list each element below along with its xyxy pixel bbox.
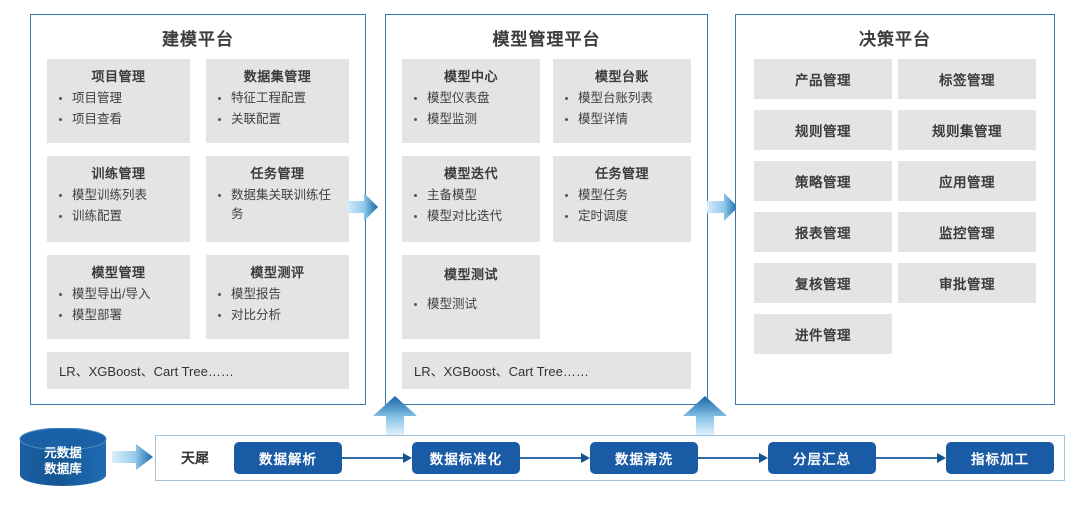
card-grid-model-management: 模型中心 模型仪表盘 模型监测 模型台账 模型台账列表 模型详情 模型迭代 主备… xyxy=(386,59,707,352)
decision-button-approval-management[interactable]: 审批管理 xyxy=(898,263,1036,303)
list-item[interactable]: 模型任务 xyxy=(563,186,681,205)
card-grid-modeling: 项目管理 项目管理 项目查看 数据集管理 特征工程配置 关联配置 训练管理 模型… xyxy=(31,59,365,352)
list-item[interactable]: 对比分析 xyxy=(216,306,339,325)
card-model-ledger[interactable]: 模型台账 模型台账列表 模型详情 xyxy=(553,59,691,143)
card-item-list: 数据集关联训练任务 xyxy=(216,186,339,224)
decision-button-monitor-management[interactable]: 监控管理 xyxy=(898,212,1036,252)
pipeline-step-data-standardization[interactable]: 数据标准化 xyxy=(412,442,520,474)
list-item[interactable]: 定时调度 xyxy=(563,207,681,226)
card-title: 模型管理 xyxy=(91,265,146,280)
arrow-model-management-to-decision xyxy=(707,192,739,222)
decision-button-ruleset-management[interactable]: 规则集管理 xyxy=(898,110,1036,150)
panel-model-management-platform: 模型管理平台 模型中心 模型仪表盘 模型监测 模型台账 模型台账列表 模型详情 … xyxy=(385,14,708,405)
metadata-database-cylinder: 元数据 数据库 xyxy=(18,427,108,486)
card-title: 模型测评 xyxy=(250,265,305,280)
arrow-database-to-pipeline xyxy=(112,443,154,471)
card-item-list: 模型任务 定时调度 xyxy=(563,186,681,226)
decision-button-rule-management[interactable]: 规则管理 xyxy=(754,110,892,150)
card-item-list: 模型仪表盘 模型监测 xyxy=(412,89,530,129)
card-title: 数据集管理 xyxy=(243,69,312,84)
pipeline-step-layered-aggregation[interactable]: 分层汇总 xyxy=(768,442,876,474)
pipeline-steps: 数据解析 数据标准化 数据清洗 分层汇总 指标加工 xyxy=(234,442,1064,474)
pipeline-step-data-cleaning[interactable]: 数据清洗 xyxy=(590,442,698,474)
card-task-management-mm[interactable]: 任务管理 模型任务 定时调度 xyxy=(553,156,691,242)
panel-modeling-platform: 建模平台 项目管理 项目管理 项目查看 数据集管理 特征工程配置 关联配置 训练… xyxy=(30,14,366,405)
list-item[interactable]: 模型报告 xyxy=(216,285,339,304)
card-model-evaluation[interactable]: 模型测评 模型报告 对比分析 xyxy=(206,255,349,339)
list-item[interactable]: 项目管理 xyxy=(57,89,180,108)
pipeline-step-metric-processing[interactable]: 指标加工 xyxy=(946,442,1054,474)
card-item-list: 特征工程配置 关联配置 xyxy=(216,89,339,129)
list-item[interactable]: 数据集关联训练任务 xyxy=(216,186,339,224)
card-item-list: 模型导出/导入 模型部署 xyxy=(57,285,180,325)
card-title: 模型台账 xyxy=(594,69,649,84)
card-title: 模型测试 xyxy=(443,267,498,282)
card-title: 模型迭代 xyxy=(443,166,498,181)
card-title: 项目管理 xyxy=(91,69,146,84)
list-item[interactable]: 模型训练列表 xyxy=(57,186,180,205)
pipeline-connector-arrow-1 xyxy=(342,453,412,463)
decision-button-intake-management[interactable]: 进件管理 xyxy=(754,314,892,354)
list-item[interactable]: 主备模型 xyxy=(412,186,530,205)
list-item[interactable]: 模型对比迭代 xyxy=(412,207,530,226)
decision-button-review-management[interactable]: 复核管理 xyxy=(754,263,892,303)
list-item[interactable]: 模型部署 xyxy=(57,306,180,325)
card-title: 任务管理 xyxy=(250,166,305,181)
list-item[interactable]: 模型台账列表 xyxy=(563,89,681,108)
card-item-list: 项目管理 项目查看 xyxy=(57,89,180,129)
card-item-list: 模型训练列表 训练配置 xyxy=(57,186,180,226)
arrow-up-to-modeling-platform xyxy=(372,396,418,438)
list-item[interactable]: 训练配置 xyxy=(57,207,180,226)
card-project-management[interactable]: 项目管理 项目管理 项目查看 xyxy=(47,59,190,143)
card-item-list: 主备模型 模型对比迭代 xyxy=(412,186,530,226)
arrow-up-to-model-management-platform xyxy=(682,396,728,438)
list-item[interactable]: 模型监测 xyxy=(412,110,530,129)
pipeline-connector-arrow-3 xyxy=(698,453,768,463)
card-title: 任务管理 xyxy=(594,166,649,181)
decision-button-report-management[interactable]: 报表管理 xyxy=(754,212,892,252)
decision-button-placeholder xyxy=(898,314,1036,354)
card-task-management[interactable]: 任务管理 数据集关联训练任务 xyxy=(206,156,349,242)
card-item-list: 模型报告 对比分析 xyxy=(216,285,339,325)
pipeline-connector-arrow-2 xyxy=(520,453,590,463)
algorithm-footer-model-management: LR、XGBoost、Cart Tree…… xyxy=(402,352,691,389)
list-item[interactable]: 项目查看 xyxy=(57,110,180,129)
algorithm-footer-modeling: LR、XGBoost、Cart Tree…… xyxy=(47,352,349,389)
card-training-management[interactable]: 训练管理 模型训练列表 训练配置 xyxy=(47,156,190,242)
list-item[interactable]: 模型仪表盘 xyxy=(412,89,530,108)
card-placeholder xyxy=(553,255,691,339)
pipeline-label: 天犀 xyxy=(181,450,209,466)
card-model-test[interactable]: 模型测试 模型测试 xyxy=(402,255,540,339)
list-item[interactable]: 模型导出/导入 xyxy=(57,285,180,304)
panel-title-decision: 决策平台 xyxy=(859,30,931,49)
panel-title-model-management: 模型管理平台 xyxy=(492,30,601,49)
decision-button-strategy-management[interactable]: 策略管理 xyxy=(754,161,892,201)
list-item[interactable]: 模型测试 xyxy=(412,295,530,314)
list-item[interactable]: 模型详情 xyxy=(563,110,681,129)
arrow-modeling-to-model-management xyxy=(347,192,379,222)
card-dataset-management[interactable]: 数据集管理 特征工程配置 关联配置 xyxy=(206,59,349,143)
card-model-center[interactable]: 模型中心 模型仪表盘 模型监测 xyxy=(402,59,540,143)
card-item-list: 模型测试 xyxy=(412,295,530,314)
decision-button-product-management[interactable]: 产品管理 xyxy=(754,59,892,99)
data-pipeline-bar: 天犀 数据解析 数据标准化 数据清洗 分层汇总 指标加工 xyxy=(155,435,1065,481)
card-title: 模型中心 xyxy=(443,69,498,84)
list-item[interactable]: 特征工程配置 xyxy=(216,89,339,108)
panel-decision-platform: 决策平台 产品管理 标签管理 规则管理 规则集管理 策略管理 应用管理 报表管理… xyxy=(735,14,1055,405)
pipeline-connector-arrow-4 xyxy=(876,453,946,463)
card-model-iteration[interactable]: 模型迭代 主备模型 模型对比迭代 xyxy=(402,156,540,242)
card-item-list: 模型台账列表 模型详情 xyxy=(563,89,681,129)
list-item[interactable]: 关联配置 xyxy=(216,110,339,129)
pipeline-step-data-parsing[interactable]: 数据解析 xyxy=(234,442,342,474)
card-model-management[interactable]: 模型管理 模型导出/导入 模型部署 xyxy=(47,255,190,339)
decision-button-tag-management[interactable]: 标签管理 xyxy=(898,59,1036,99)
button-grid-decision: 产品管理 标签管理 规则管理 规则集管理 策略管理 应用管理 报表管理 监控管理… xyxy=(736,59,1054,365)
decision-button-application-management[interactable]: 应用管理 xyxy=(898,161,1036,201)
panel-title-modeling: 建模平台 xyxy=(162,30,234,49)
card-title: 训练管理 xyxy=(91,166,146,181)
